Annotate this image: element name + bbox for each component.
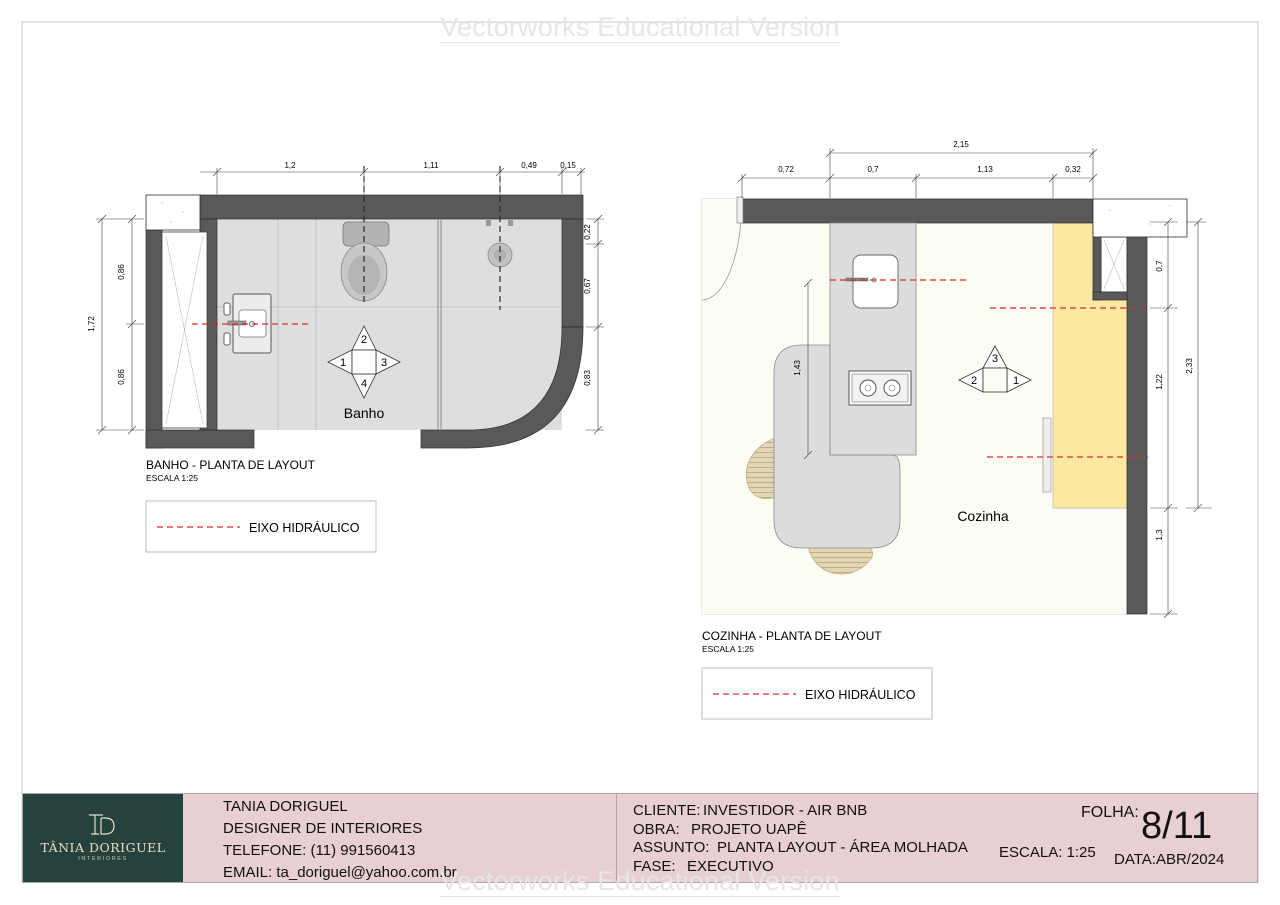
- bath-legend-label: EIXO HIDRÁULICO: [249, 520, 360, 535]
- kitchen-plan: 3 2 1 Cozinha 2,15 0,72 0,7: [701, 140, 1212, 720]
- watermark-top: Vectorworks Educational Version: [0, 12, 1280, 43]
- kitchen-dim-island: 1,43: [793, 360, 802, 376]
- stone-block: [145, 194, 201, 231]
- data-label: DATA:: [1114, 851, 1156, 868]
- data-value: ABR/2024: [1155, 851, 1225, 868]
- obra-label: OBRA:: [633, 820, 680, 838]
- bath-dim-2: 1,11: [424, 161, 440, 170]
- bar-stool-edge: [1042, 417, 1052, 493]
- elev-mark-1: 1: [340, 357, 346, 369]
- designer-role: DESIGNER DE INTERIORES: [223, 820, 423, 837]
- bath-dim-right-1: 0,22: [583, 224, 592, 240]
- designer-email: EMAIL: ta_doriguel@yahoo.com.br: [223, 864, 457, 881]
- bath-scale: ESCALA 1:25: [146, 473, 198, 483]
- shower-glass: [437, 220, 442, 429]
- watermark-text: Vectorworks Educational Version: [440, 12, 840, 43]
- kitchen-island: [773, 344, 901, 549]
- kitchen-legend-box: [701, 667, 933, 720]
- logo-subtitle: INTERIORES: [78, 856, 128, 862]
- bath-room-label: Banho: [344, 405, 385, 421]
- kitchen-dim-2: 0,7: [867, 165, 879, 174]
- watermark-bottom: Vectorworks Educational Version: [0, 866, 1280, 897]
- bath-title: BANHO - PLANTA DE LAYOUT: [146, 458, 316, 472]
- assunto-label: ASSUNTO:: [633, 839, 710, 856]
- kitchen-dim-right-1: 0,7: [1155, 260, 1164, 272]
- elev-mark-3: 3: [992, 353, 998, 365]
- title-block: TÂNIA DORIGUEL INTERIORES TANIA DORIGUEL…: [22, 793, 1258, 883]
- kitchen-dimensions: [737, 148, 1212, 619]
- kitchen-room-label: Cozinha: [957, 508, 1009, 524]
- kitchen-dim-4: 0,32: [1065, 165, 1081, 174]
- bath-dim-right-2: 0,67: [583, 278, 592, 294]
- logo-brand: TÂNIA DORIGUEL: [40, 840, 166, 855]
- kitchen-scale: ESCALA 1:25: [702, 644, 754, 654]
- valve-icon: [223, 332, 231, 346]
- monogram-icon: [89, 814, 115, 835]
- bath-dim-left-total: 1,72: [87, 316, 96, 332]
- cliente-value: INVESTIDOR - AIR BNB: [703, 802, 868, 819]
- fase-label: FASE:: [633, 857, 676, 875]
- kitchen-dim-3: 1,13: [977, 165, 993, 174]
- bath-dim-4: 0,15: [560, 161, 576, 170]
- kitchen-dim-1: 0,72: [778, 165, 794, 174]
- elev-mark-2: 2: [971, 375, 977, 387]
- bath-dim-left-2: 0,86: [117, 369, 126, 385]
- elevation-marker: [958, 345, 1032, 393]
- elevation-marker: [327, 325, 401, 399]
- divider: [616, 794, 617, 882]
- elev-mark-3: 3: [381, 357, 387, 369]
- kitchen-dim-right-2: 1,22: [1155, 374, 1164, 390]
- designer-phone: TELEFONE: (11) 991560413: [223, 842, 416, 859]
- bath-dim-1: 1,2: [284, 161, 296, 170]
- kitchen-walls: [741, 198, 1148, 615]
- bath-dimensions: [96, 167, 604, 435]
- watermark-text: Vectorworks Educational Version: [440, 866, 840, 897]
- valve-icon: [223, 302, 231, 316]
- elev-mark-4: 4: [361, 378, 367, 390]
- stone-block: [1092, 198, 1188, 238]
- designer-name: TANIA DORIGUEL: [223, 798, 348, 815]
- kitchen-dim-right-total: 2,33: [1185, 358, 1194, 374]
- escala-label: ESCALA: 1:25: [999, 844, 1096, 861]
- logo: TÂNIA DORIGUEL INTERIORES: [23, 794, 183, 882]
- hydraulic-axis: [830, 279, 1148, 458]
- bath-dim-3: 0,49: [521, 161, 537, 170]
- kitchen-dim-right-3: 1,3: [1155, 529, 1164, 541]
- bath-dim-right-3: 0,83: [583, 370, 592, 386]
- kitchen-legend-label: EIXO HIDRÁULICO: [805, 687, 916, 702]
- kitchen-dim-overall: 2,15: [953, 140, 969, 149]
- folha-value: 8/11: [1141, 805, 1213, 847]
- obra-value: PROJETO UAPÊ: [691, 820, 807, 838]
- cliente-label: CLIENTE:: [633, 802, 701, 819]
- fase-value: EXECUTIVO: [687, 857, 774, 875]
- toilet-tank: [342, 221, 390, 247]
- folha-label: FOLHA:: [1081, 804, 1139, 821]
- kitchen-title: COZINHA - PLANTA DE LAYOUT: [702, 629, 882, 643]
- bath-dim-left-1: 0,86: [117, 264, 126, 280]
- assunto-value: PLANTA LAYOUT - ÁREA MOLHADA: [717, 839, 968, 856]
- bath-legend-box: [145, 500, 377, 553]
- elev-mark-2: 2: [361, 334, 367, 346]
- elev-mark-1: 1: [1013, 375, 1019, 387]
- bathroom-plan: 2 1 3 4 Banho 1,2 1,11: [87, 161, 604, 553]
